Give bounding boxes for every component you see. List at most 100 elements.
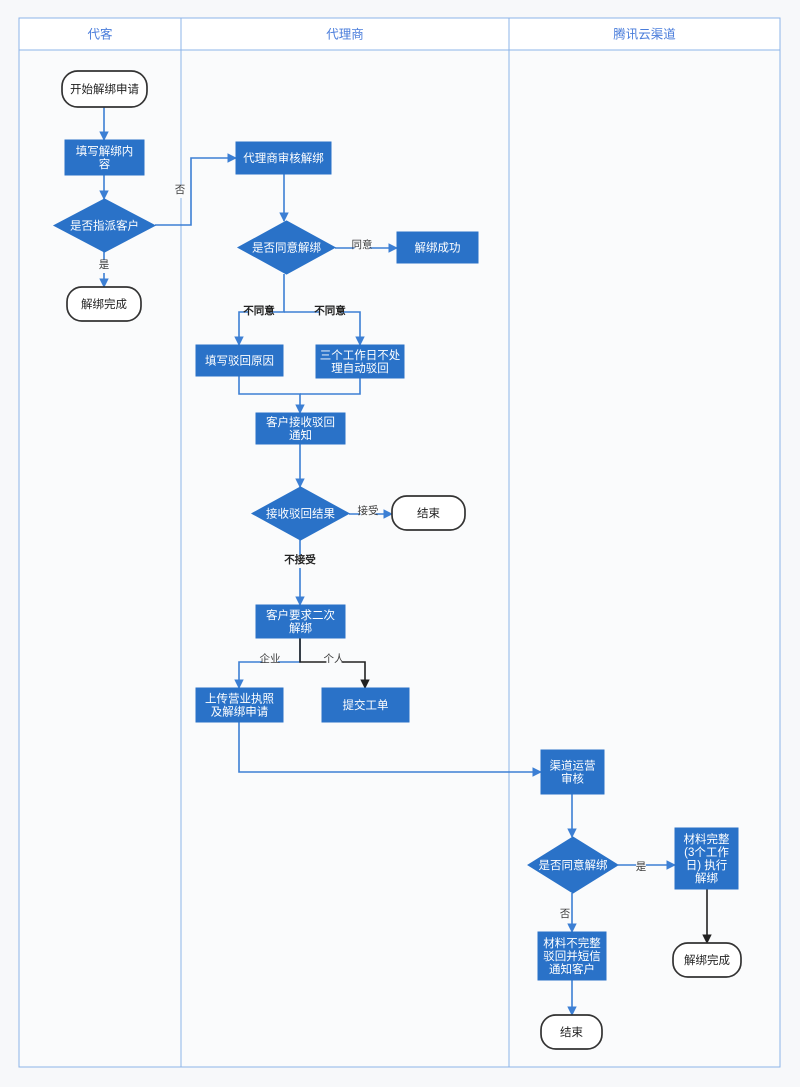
connector-e-agree2-yes: 是 bbox=[618, 860, 676, 875]
connector-label-bg bbox=[636, 862, 646, 875]
connector-label-bg bbox=[262, 654, 278, 667]
node-n-agree-unbind[interactable]: 是否同意解绑 bbox=[236, 220, 337, 275]
connector-e-agree2-no: 否 bbox=[560, 893, 577, 933]
decision-shape bbox=[52, 198, 157, 253]
process-shape bbox=[315, 344, 405, 379]
terminator-shape bbox=[391, 495, 466, 531]
process-shape bbox=[396, 231, 479, 264]
connector-label-bg bbox=[248, 306, 270, 319]
connector-e-auto-notice bbox=[300, 378, 361, 395]
connector-e-second-corp: 企业 bbox=[234, 638, 301, 689]
node-n-agent-review[interactable]: 代理商审核解绑 bbox=[235, 141, 332, 175]
swimlane-lane-agent: 代理商 bbox=[180, 17, 510, 1068]
node-n-unbind-done2[interactable]: 解绑完成 bbox=[672, 942, 742, 978]
connector-label: 个人 bbox=[324, 653, 345, 665]
node-n-submit-tkt[interactable]: 提交工单 bbox=[321, 687, 410, 723]
node-n-start[interactable]: 开始解绑申请 bbox=[61, 70, 148, 108]
connector-label-bg bbox=[360, 506, 376, 519]
decision-shape bbox=[236, 220, 337, 275]
connector-line bbox=[155, 153, 237, 226]
swimlane-body-cell bbox=[508, 49, 781, 1068]
connector-line bbox=[238, 376, 305, 414]
connector-label: 不同意 bbox=[243, 304, 275, 317]
node-n-end-tencent[interactable]: 结束 bbox=[540, 1014, 603, 1050]
node-label: 日) 执行 bbox=[686, 858, 728, 872]
connector-e-assign-agent: 否 bbox=[155, 153, 237, 226]
process-shape bbox=[537, 931, 607, 981]
connector-line bbox=[284, 311, 365, 346]
node-n-reject-why[interactable]: 填写驳回原因 bbox=[195, 344, 284, 377]
node-n-unbind-done1[interactable]: 解绑完成 bbox=[66, 286, 142, 322]
connector-label: 是 bbox=[636, 861, 647, 873]
terminator-shape bbox=[672, 942, 742, 978]
connector-label: 同意 bbox=[352, 238, 373, 251]
connector-e-agree-auto: 不同意 bbox=[284, 304, 365, 346]
process-shape bbox=[540, 749, 605, 795]
connector-label: 企业 bbox=[260, 652, 281, 665]
process-shape bbox=[195, 344, 284, 377]
node-label: 接收驳回结果 bbox=[266, 507, 335, 521]
node-label: 客户接收驳回 bbox=[266, 415, 335, 429]
node-label: 开始解绑申请 bbox=[70, 82, 139, 96]
node-n-end-agent[interactable]: 结束 bbox=[391, 495, 466, 531]
connector-label-bg bbox=[289, 555, 311, 568]
node-label: 解绑成功 bbox=[415, 241, 461, 255]
connector-label: 否 bbox=[175, 184, 186, 196]
terminator-shape bbox=[66, 286, 142, 322]
connector-label-bg bbox=[326, 654, 342, 667]
node-label: 容 bbox=[99, 157, 111, 171]
node-label: 审核 bbox=[561, 772, 584, 786]
connector-e-agree-why: 不同意 bbox=[234, 274, 285, 346]
terminator-shape bbox=[540, 1014, 603, 1050]
connector-e-second-person: 个人 bbox=[299, 638, 370, 689]
connector-label-bg bbox=[175, 185, 185, 198]
node-label: 材料不完整 bbox=[543, 936, 601, 950]
process-shape bbox=[321, 687, 410, 723]
node-label: 解绑完成 bbox=[81, 297, 127, 311]
connector-label: 接受 bbox=[358, 504, 379, 517]
swimlane-header-cell bbox=[18, 17, 182, 51]
node-label: 三个工作日不处 bbox=[320, 349, 401, 362]
connector-label-bg bbox=[319, 306, 341, 319]
node-label: 是否同意解绑 bbox=[539, 858, 608, 872]
connector-label: 不同意 bbox=[314, 304, 346, 317]
node-label: (3个工作 bbox=[684, 846, 729, 859]
node-label: 提交工单 bbox=[343, 698, 389, 712]
process-shape bbox=[255, 604, 346, 639]
swimlane-lane-tencent: 腾讯云渠道 bbox=[508, 17, 781, 1068]
decision-shape bbox=[250, 486, 351, 541]
node-label: 是否指派客户 bbox=[70, 219, 139, 233]
process-shape bbox=[235, 141, 332, 175]
process-shape bbox=[195, 687, 284, 723]
node-label: 填写解绑内 bbox=[76, 144, 134, 158]
node-label: 通知客户 bbox=[549, 962, 595, 976]
node-label: 是否同意解绑 bbox=[252, 241, 321, 255]
terminator-shape bbox=[61, 70, 148, 108]
node-label: 客户要求二次 bbox=[266, 608, 335, 622]
process-shape bbox=[64, 139, 145, 176]
node-n-unbind-ok[interactable]: 解绑成功 bbox=[396, 231, 479, 264]
node-n-assign-cust[interactable]: 是否指派客户 bbox=[52, 198, 157, 253]
node-label: 解绑 bbox=[289, 621, 312, 635]
process-shape bbox=[674, 827, 739, 890]
node-layer: 开始解绑申请填写解绑内容是否指派客户解绑完成代理商审核解绑是否同意解绑解绑成功填… bbox=[52, 70, 742, 1050]
connector-e-res-second: 不接受 bbox=[284, 540, 316, 606]
node-label: 材料完整 bbox=[684, 832, 730, 846]
node-label: 渠道运营 bbox=[550, 759, 596, 773]
node-n-agree2[interactable]: 是否同意解绑 bbox=[527, 836, 619, 894]
node-label: 解绑 bbox=[695, 871, 718, 885]
connector-label-bg bbox=[99, 260, 109, 273]
connector-e-res-end: 接受 bbox=[349, 504, 393, 519]
swimlane-title-lane-customer: 代客 bbox=[87, 26, 113, 41]
node-label: 解绑完成 bbox=[684, 953, 730, 967]
node-n-reject-res[interactable]: 接收驳回结果 bbox=[250, 486, 351, 541]
